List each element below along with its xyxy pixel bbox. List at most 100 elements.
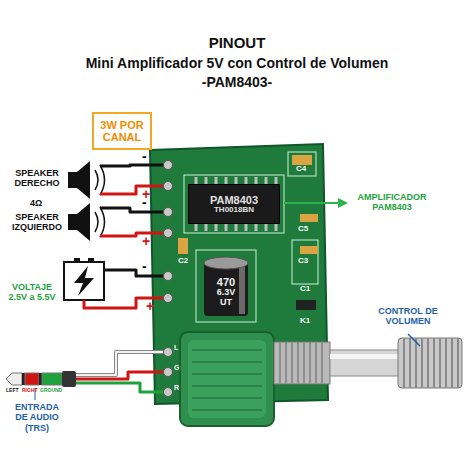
electrolytic-capacitor-text: 470 — [217, 276, 235, 288]
pin-name: GROUND — [40, 388, 62, 394]
audio-jack — [6, 371, 76, 387]
pcb-board — [300, 214, 318, 222]
header-pins — [164, 368, 173, 377]
leader-lines — [338, 198, 348, 208]
impedance: 4Ω — [22, 198, 50, 208]
wires — [76, 165, 168, 392]
potentiometer — [180, 332, 462, 426]
header-pins — [164, 161, 173, 170]
supply-voltage: VOLTAJE 2.5V a 5.5V — [2, 282, 62, 303]
polarity-sign: - — [142, 194, 147, 210]
audio-jack — [42, 373, 62, 385]
wires — [100, 165, 168, 166]
pin-name: LEFT — [6, 388, 19, 394]
battery-symbol — [74, 258, 80, 262]
wires — [100, 186, 168, 194]
silkscreen-label: R — [174, 384, 179, 392]
wires — [100, 233, 168, 236]
pcb-board — [196, 250, 256, 322]
pcb-board — [292, 155, 312, 165]
pcb-board — [178, 238, 188, 254]
subtitle: -PAM8403- — [0, 74, 474, 90]
pin-name: RIGHT — [22, 388, 38, 394]
header-pins — [164, 294, 173, 303]
potentiometer — [274, 342, 330, 384]
wires — [76, 372, 168, 379]
potentiometer — [280, 342, 322, 384]
wires — [100, 208, 168, 212]
speaker-name: SPEAKER IZQUIERDO — [6, 212, 68, 233]
potentiometer — [188, 340, 266, 418]
rating-box-text: 3W POR CANAL — [98, 119, 146, 143]
silkscreen-label: C5 — [298, 224, 308, 233]
speaker-symbol — [95, 207, 105, 237]
polarity-sign: - — [142, 258, 147, 274]
header-pins — [164, 182, 173, 191]
electrolytic-capacitor-text: 6.3V — [217, 288, 236, 298]
amplifier-chip-text: PAM8403 — [210, 194, 258, 206]
page-title: PINOUT — [0, 34, 474, 51]
capacitor-body — [204, 262, 248, 316]
electrolytic-capacitor-text: UT — [220, 298, 232, 308]
potentiometer — [330, 350, 400, 376]
electrolytic-capacitor: 4706.3VUT — [203, 256, 249, 318]
audio-jack — [25, 373, 39, 385]
leader-lines — [408, 334, 420, 346]
header-pins — [164, 272, 173, 281]
polarity-sign: + — [142, 233, 150, 249]
battery-symbol — [64, 262, 104, 300]
potentiometer — [192, 350, 262, 410]
polarity-sign: + — [146, 298, 154, 314]
header-pins — [164, 229, 173, 238]
control-callout: CONTROL DE VOLUMEN — [370, 306, 446, 327]
silkscreen-label: G — [174, 364, 179, 372]
silkscreen-label: C1 — [300, 284, 310, 293]
pcb-board — [296, 300, 316, 310]
speaker-name: SPEAKER DERECHO — [8, 168, 66, 189]
polarity-sign: - — [142, 148, 147, 164]
potentiometer — [398, 338, 462, 388]
leader-lines — [284, 202, 340, 204]
potentiometer — [180, 332, 274, 426]
silkscreen-label: C3 — [298, 256, 308, 265]
pcb-board — [184, 175, 284, 233]
header-pins — [164, 388, 173, 397]
audio-jack — [6, 373, 22, 385]
wires — [104, 270, 168, 276]
battery-symbol — [64, 258, 104, 300]
input-callout: ENTRADA DE AUDIO (TRS) — [8, 402, 66, 433]
pcb-board — [292, 240, 318, 284]
wires — [84, 298, 168, 308]
pcb-board — [288, 152, 316, 176]
capacitor-stripe — [239, 264, 245, 314]
speaker-symbol — [95, 165, 105, 195]
audio-jack — [62, 371, 76, 387]
speaker-symbol — [68, 172, 77, 188]
potentiometer — [330, 354, 400, 359]
rating-box: 3W POR CANAL — [92, 112, 152, 150]
speaker-symbol — [68, 214, 77, 230]
pcb-board — [300, 246, 318, 254]
silkscreen-label: C2 — [178, 256, 188, 265]
potentiometer — [404, 338, 458, 388]
speaker-symbol — [77, 203, 90, 241]
speaker-symbol — [77, 161, 90, 199]
capacitor-top — [204, 257, 248, 269]
leader-lines — [35, 198, 420, 400]
header-pins — [164, 161, 173, 397]
subtitle: Mini Amplificador 5V con Control de Volu… — [0, 55, 474, 71]
battery-symbol — [88, 258, 94, 262]
battery-symbol — [74, 266, 94, 296]
silkscreen-label: C4 — [296, 164, 306, 173]
silkscreen-label: K1 — [300, 316, 310, 325]
amplifier-chip-text: TH0018BN — [214, 206, 254, 215]
chip-callout: AMPLIFICADOR PAM8403 — [346, 192, 438, 213]
header-pins — [164, 208, 173, 217]
speaker-symbol — [68, 161, 105, 241]
silkscreen-label: L — [174, 344, 178, 352]
wires — [76, 383, 168, 392]
amplifier-chip: PAM8403TH0018BN — [188, 184, 280, 224]
header-pins — [164, 348, 173, 357]
